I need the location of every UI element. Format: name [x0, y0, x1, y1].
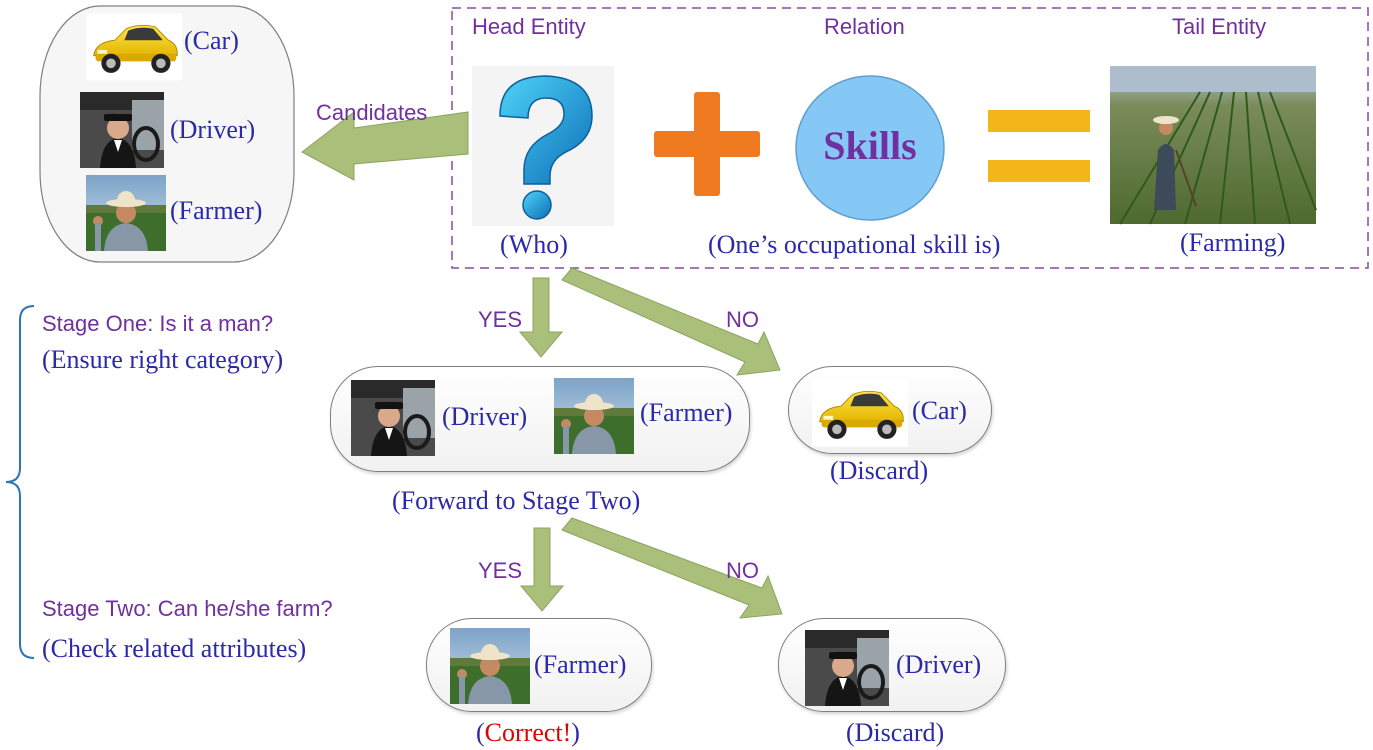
stage-two-rejected-caption: (Discard)	[846, 718, 945, 747]
relation-circle	[795, 75, 945, 221]
plus-icon	[654, 92, 760, 196]
stage-two-rejected-driver: (Driver)	[896, 650, 982, 679]
stage-one-car-image	[812, 378, 908, 448]
candidate-driver: (Driver)	[170, 115, 256, 144]
car-image	[86, 12, 182, 82]
stage-two-yes-label: YES	[478, 558, 523, 583]
stage-two-no-label: NO	[726, 558, 759, 583]
stage-one-farmer-image	[554, 378, 634, 454]
equals-icon	[988, 110, 1090, 182]
candidate-farmer: (Farmer)	[170, 196, 263, 225]
driver-image	[80, 92, 164, 168]
stage-one-rejected-caption: (Discard)	[830, 456, 929, 485]
stage-one-yes-arrow	[518, 277, 564, 358]
head-entity-label: Head Entity	[472, 14, 586, 39]
stage-one-driver-image	[350, 380, 436, 456]
relation-word: Skills	[823, 123, 917, 168]
candidates-label: Candidates	[316, 100, 428, 125]
stage-one-yes-label: YES	[478, 307, 523, 332]
stage-one-kept-caption: (Forward to Stage Two)	[392, 486, 641, 515]
farmer-image	[86, 175, 166, 251]
farm-field-image	[1110, 66, 1317, 225]
stage-two-title: Stage Two: Can he/she farm?	[42, 596, 333, 621]
relation-caption: (One’s occupational skill is)	[708, 230, 1001, 259]
stage-one-no-label: NO	[726, 307, 759, 332]
stage-brace	[5, 305, 35, 659]
candidates-arrow	[301, 110, 469, 181]
question-mark-icon	[472, 66, 614, 226]
stage-one-title: Stage One: Is it a man?	[42, 311, 274, 336]
correct-label: Correct!	[484, 718, 572, 747]
stage-two-driver-image	[804, 630, 890, 706]
stage-one-rejected-car: (Car)	[912, 396, 967, 425]
relation-label: Relation	[824, 14, 905, 39]
stage-two-no-arrow	[561, 517, 783, 619]
tail-caption: (Farming)	[1180, 228, 1286, 257]
stage-two-kept-farmer: (Farmer)	[534, 650, 627, 679]
stage-one-subtitle: (Ensure right category)	[42, 345, 284, 374]
tail-entity-label: Tail Entity	[1172, 14, 1267, 39]
stage-one-kept-driver: (Driver)	[442, 402, 528, 431]
stage-one-kept-farmer: (Farmer)	[640, 398, 733, 427]
head-caption: (Who)	[500, 230, 568, 259]
stage-two-kept-caption: (Correct!)	[476, 718, 580, 748]
caption-close-paren: )	[571, 718, 580, 747]
stage-two-subtitle: (Check related attributes)	[42, 634, 307, 663]
caption-open-paren: (	[476, 718, 485, 747]
stage-two-farmer-image	[450, 628, 530, 704]
stage-one-no-arrow	[561, 267, 781, 376]
candidate-car: (Car)	[184, 26, 239, 55]
stage-two-yes-arrow	[519, 527, 565, 612]
